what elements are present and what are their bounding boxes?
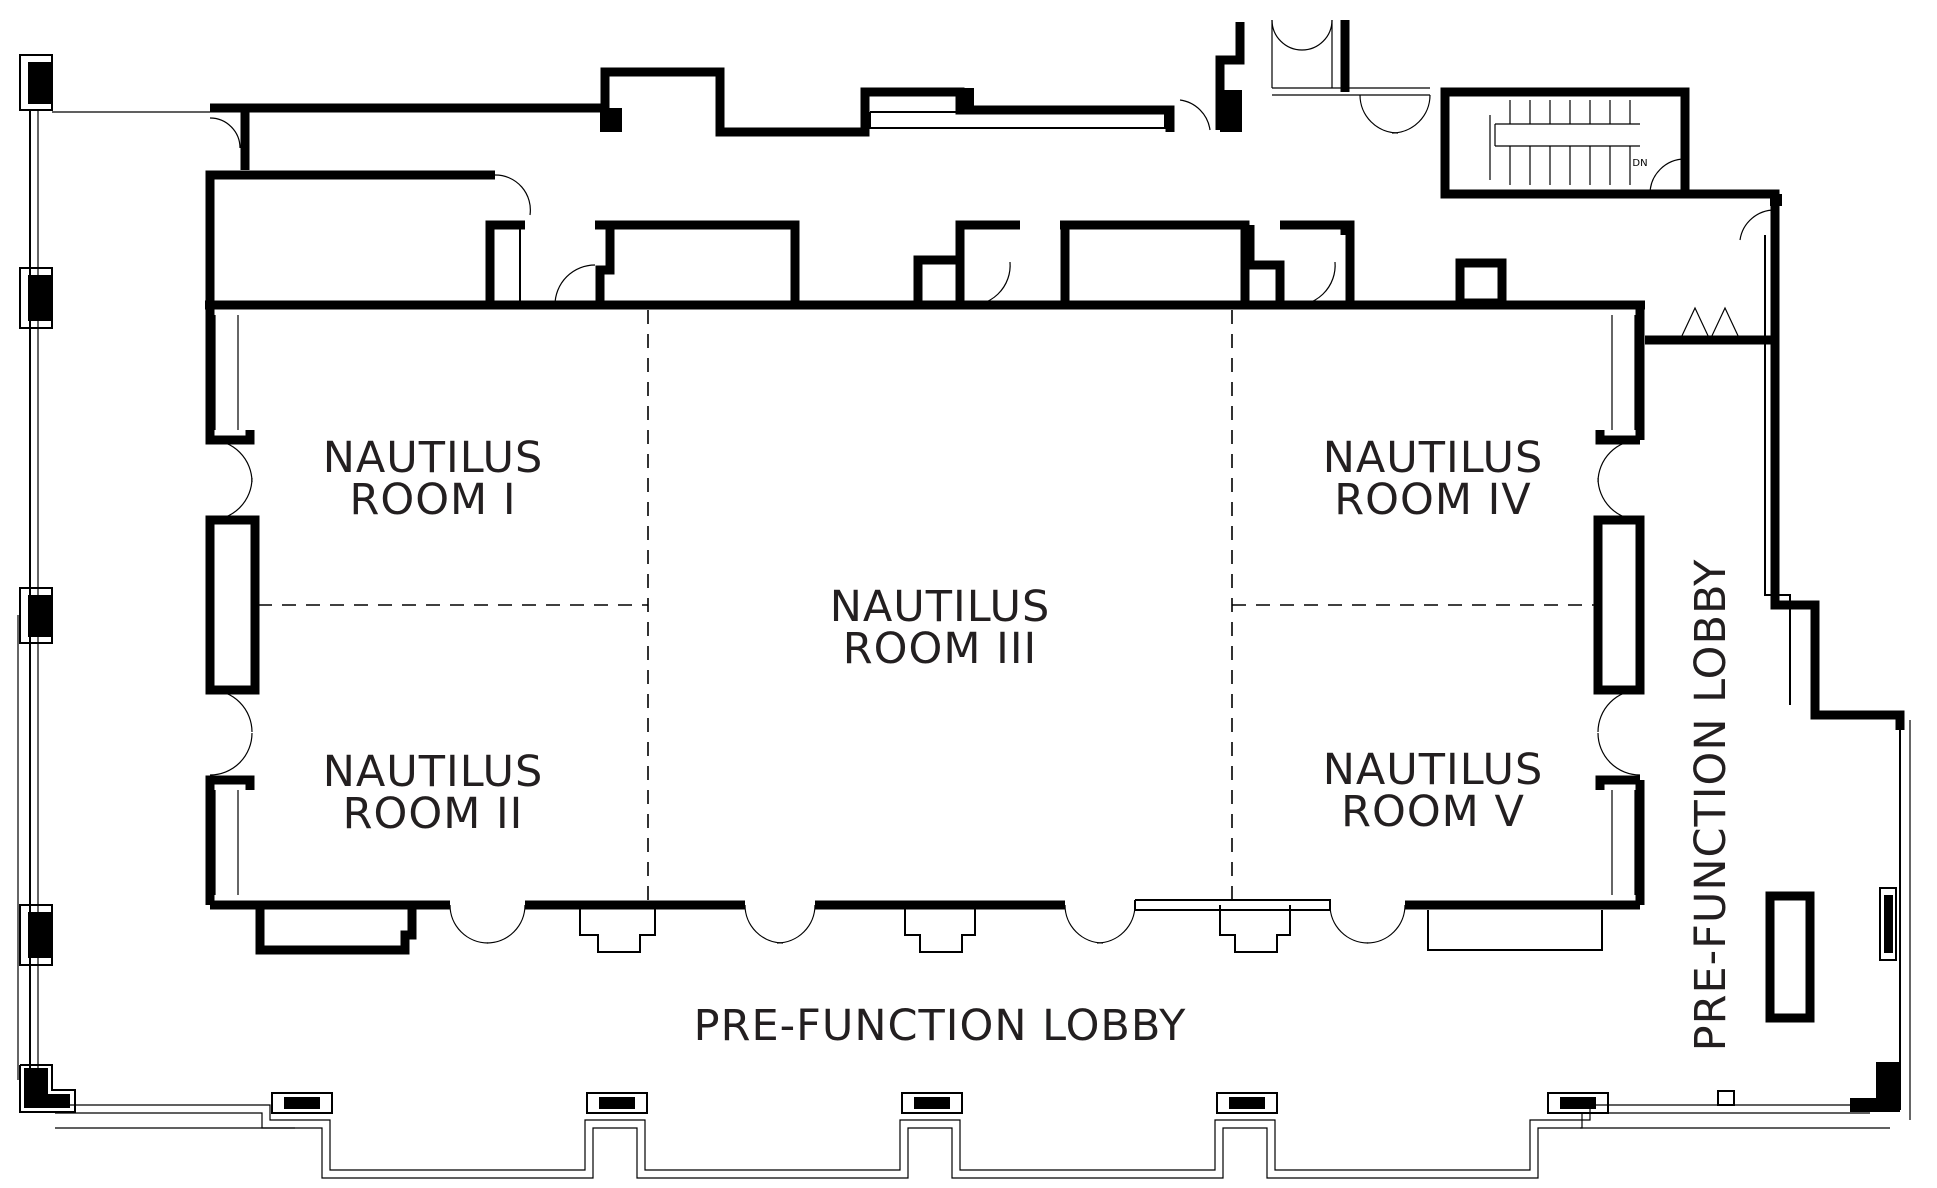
room-4-name: NAUTILUS [1323,433,1544,483]
room-4: NAUTILUS ROOM IV [1323,433,1544,525]
south-piers [271,1062,1900,1114]
south-lobby-label: PRE-FUNCTION LOBBY [694,1001,1187,1051]
service-corridor: DN [205,20,1905,730]
svg-text:ROOM IV: ROOM IV [1334,475,1531,525]
north-service-rooms [485,220,1507,310]
room-5-number: ROOM V [1341,787,1525,837]
svg-text:ROOM I: ROOM I [349,475,516,525]
doors [209,19,1776,944]
room-1: NAUTILUS ROOM I [323,433,544,525]
svg-text:ROOM III: ROOM III [843,624,1037,674]
svg-text:NAUTILUS: NAUTILUS [323,747,544,797]
svg-text:ROOM II: ROOM II [343,789,524,839]
svg-text:NAUTILUS: NAUTILUS [323,433,544,483]
room-1-name: NAUTILUS [323,433,544,483]
room-3-number: ROOM III [843,624,1037,674]
room-5: NAUTILUS ROOM V [1323,745,1544,837]
room-2-number: ROOM II [343,789,524,839]
room-1-number: ROOM I [349,475,516,525]
ballroom-walls [205,300,1645,955]
svg-text:NAUTILUS: NAUTILUS [830,582,1051,632]
west-columns [19,54,76,1113]
svg-text:ROOM V: ROOM V [1341,787,1525,837]
room-3: NAUTILUS ROOM III [830,582,1051,674]
svg-text:NAUTILUS: NAUTILUS [1323,745,1544,795]
room-2: NAUTILUS ROOM II [323,747,544,839]
stair-down-label: DN [1632,158,1647,169]
east-lobby-label: PRE-FUNCTION LOBBY [1686,559,1736,1052]
room-3-name: NAUTILUS [830,582,1051,632]
partition-lines [258,310,1598,900]
room-4-number: ROOM IV [1334,475,1531,525]
room-2-name: NAUTILUS [323,747,544,797]
svg-text:NAUTILUS: NAUTILUS [1323,433,1544,483]
east-facade-elements [1765,887,1897,1023]
room-5-name: NAUTILUS [1323,745,1544,795]
